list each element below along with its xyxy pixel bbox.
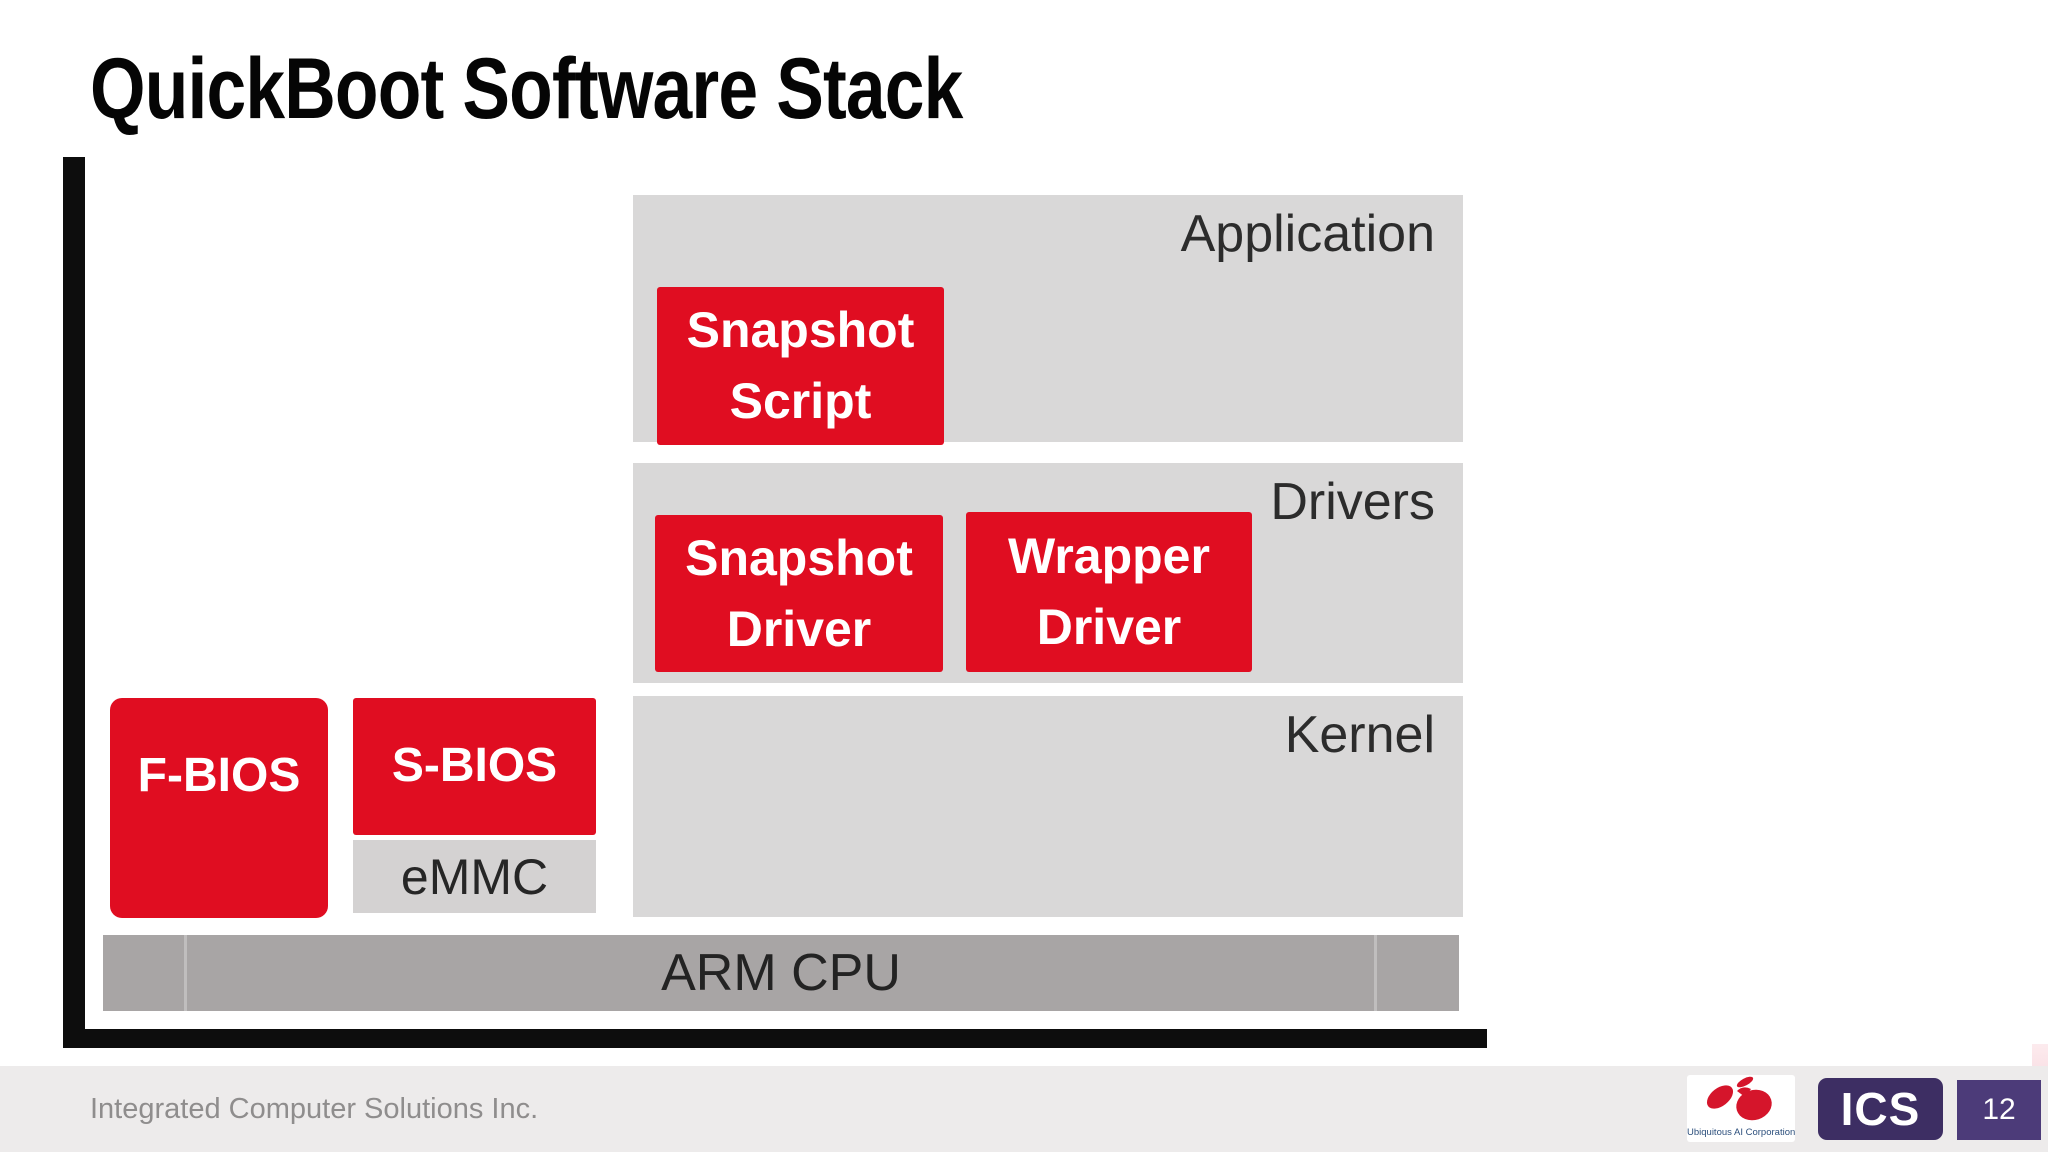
layer-kernel: Kernel <box>633 696 1463 917</box>
layer-application-label: Application <box>1180 205 1435 263</box>
block-snapshot-driver: Snapshot Driver <box>655 515 943 672</box>
block-snapshot-script-line2: Script <box>729 373 872 429</box>
block-wrapper-driver-line1: Wrapper <box>1008 528 1210 584</box>
ubiquitous-ai-logo: Ubiquitous AI Corporation <box>1687 1075 1795 1142</box>
block-snapshot-driver-line2: Driver <box>726 600 872 657</box>
layer-kernel-label: Kernel <box>1284 706 1435 764</box>
block-wrapper-driver-line2: Driver <box>1036 599 1182 655</box>
block-s-bios-label: S-BIOS <box>391 739 558 793</box>
cpu-bar-divider-left <box>184 935 187 1011</box>
block-f-bios: F-BIOS <box>110 698 328 918</box>
block-snapshot-driver-line1: Snapshot <box>685 529 913 586</box>
stack-axis-horizontal <box>63 1029 1487 1048</box>
block-snapshot-script-line1: Snapshot <box>686 302 915 358</box>
footer-company-text: Integrated Computer Solutions Inc. <box>90 1092 539 1125</box>
block-f-bios-label: F-BIOS <box>137 749 301 802</box>
block-emmc: eMMC <box>353 840 596 913</box>
stack-axis-vertical <box>63 157 85 1048</box>
ubiquitous-ai-logo-text: Ubiquitous AI Corporation <box>1687 1127 1795 1138</box>
cpu-bar: ARM CPU <box>103 935 1459 1011</box>
cpu-bar-label: ARM CPU <box>661 944 901 1002</box>
ics-logo: ICS <box>1818 1078 1943 1140</box>
block-snapshot-script: Snapshot Script <box>657 287 944 445</box>
layer-drivers-label: Drivers <box>1270 473 1435 531</box>
cpu-bar-divider-right <box>1374 935 1377 1011</box>
block-s-bios: S-BIOS <box>353 698 596 835</box>
ubiquitous-ai-logo-icon <box>1706 1076 1772 1121</box>
page-number-badge: 12 <box>1957 1080 2041 1140</box>
block-wrapper-driver: Wrapper Driver <box>966 512 1252 672</box>
block-emmc-label: eMMC <box>400 848 549 905</box>
slide-title: QuickBoot Software Stack <box>90 41 963 137</box>
page-number: 12 <box>1982 1093 2016 1126</box>
ics-logo-text: ICS <box>1840 1083 1921 1135</box>
